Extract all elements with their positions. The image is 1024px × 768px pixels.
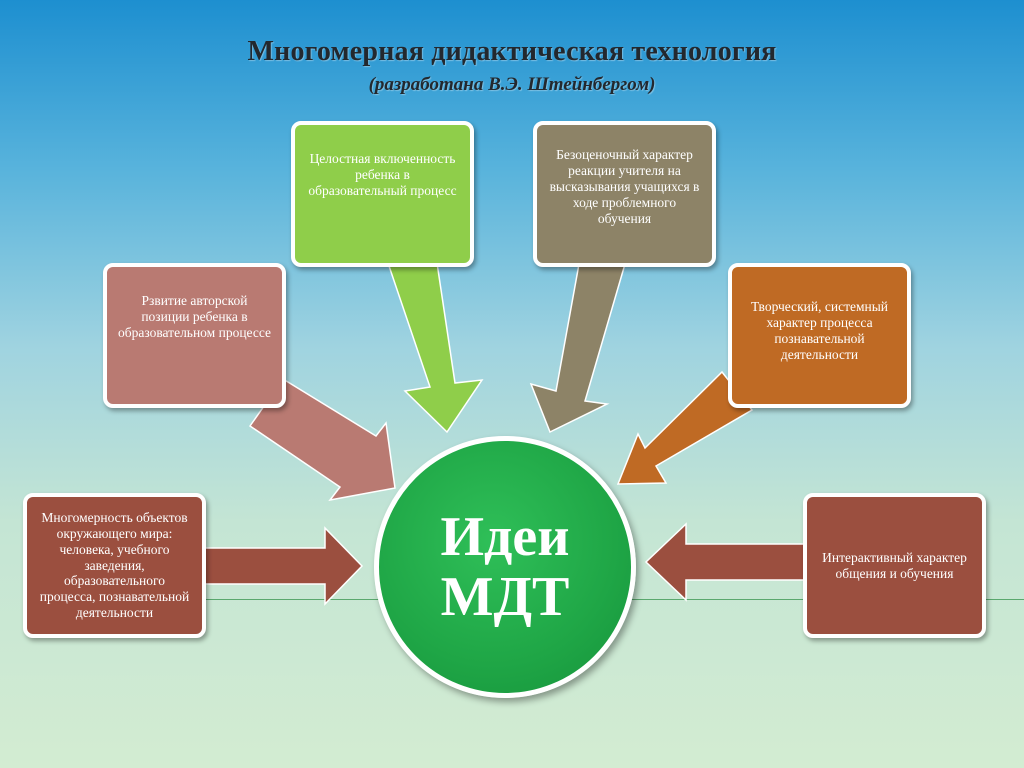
box-holistic-inclusion-text: Целостная включенность ребенка в образов…: [308, 151, 457, 198]
box-interactive-communication-text: Интерактивный характер общения и обучени…: [822, 549, 967, 581]
arrow-upper-right: [616, 370, 754, 485]
center-circle-line2: МДТ: [440, 566, 570, 628]
box-interactive-communication: Интерактивный характер общения и обучени…: [803, 493, 986, 638]
slide-subtitle: (разработана В.Э. Штейнбергом): [368, 74, 656, 95]
slide-title: Многомерная дидактическая технология: [247, 36, 777, 67]
arrow-left: [199, 526, 364, 606]
box-creative-systemic: Творческий, системный характер процесса …: [728, 263, 911, 408]
arrow-top-left-green: [386, 262, 484, 434]
box-author-position-text: Рзвитие авторской позиции ребенка в обра…: [117, 293, 272, 340]
box-multidimensional-objects-text: Многомерность объектов окружающего мира:…: [39, 509, 190, 621]
center-circle-text: Идеи МДТ: [440, 505, 570, 628]
arrow-top-right-grey: [529, 263, 627, 434]
box-non-evaluative-reaction: Безоценочный характер реакции учителя на…: [533, 121, 716, 267]
center-circle-line1: Идеи: [440, 505, 570, 568]
arrow-upper-left: [248, 377, 396, 502]
arrow-right: [644, 522, 807, 602]
box-non-evaluative-reaction-text: Безоценочный характер реакции учителя на…: [549, 147, 700, 226]
box-creative-systemic-text: Творческий, системный характер процесса …: [750, 299, 889, 362]
box-author-position: Рзвитие авторской позиции ребенка в обра…: [103, 263, 286, 408]
center-circle: Идеи МДТ: [374, 436, 636, 698]
box-holistic-inclusion: Целостная включенность ребенка в образов…: [291, 121, 474, 267]
box-multidimensional-objects: Многомерность объектов окружающего мира:…: [23, 493, 206, 638]
